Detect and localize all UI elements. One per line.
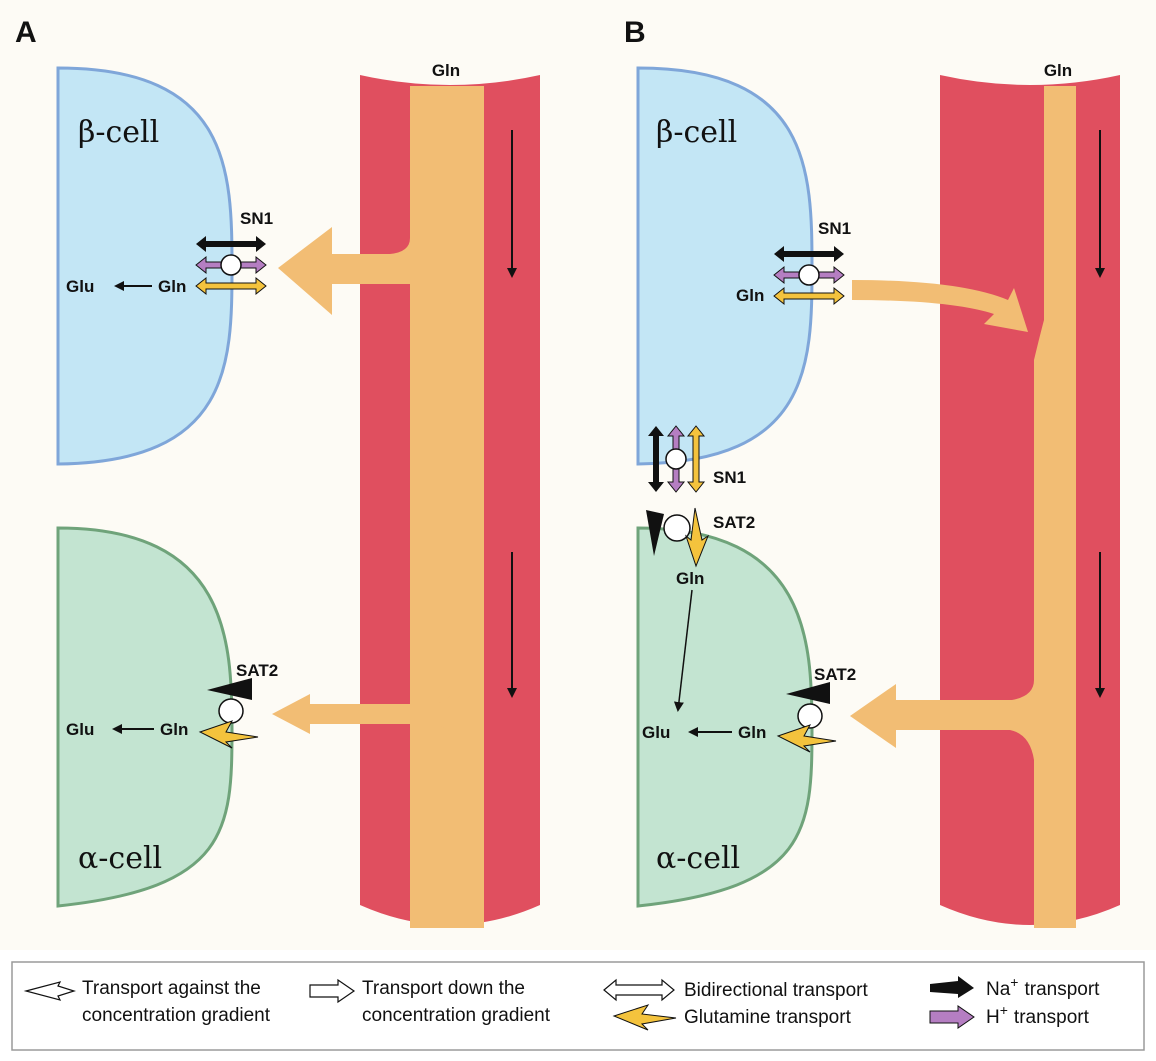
na-arrow <box>786 682 830 704</box>
gln-to-glu-arrow <box>673 589 693 712</box>
na-arrow <box>648 426 664 492</box>
glu-label: Glu <box>66 720 94 739</box>
transporter-circle <box>663 514 691 542</box>
legend-glutamine: Glutamine transport <box>684 1007 852 1028</box>
legend-against-line1: Transport against the <box>82 978 261 999</box>
panel-b: B β-cell α-cell Gln SN1 Gln <box>624 16 1120 928</box>
glu-label: Glu <box>66 277 94 296</box>
glutamine-flow-to-alpha-cell <box>272 690 452 740</box>
legend-bidirectional: Bidirectional transport <box>684 980 868 1001</box>
sat2-label: SAT2 <box>236 661 278 680</box>
panel-a-label: A <box>15 16 37 49</box>
glutamine-flow-from-beta-cell <box>852 280 1028 332</box>
glutamine-flow-to-alpha-cell <box>850 680 1034 760</box>
sn1-label: SN1 <box>818 219 851 238</box>
legend-box <box>11 961 1145 1051</box>
alpha-cell <box>56 526 234 908</box>
sn1-transporter: SN1 <box>195 209 273 296</box>
na-transport-icon <box>930 976 974 998</box>
legend: Transport against the concentration grad… <box>11 961 1145 1051</box>
against-gradient-icon <box>23 981 77 1001</box>
gln-label: Gln <box>158 277 186 296</box>
bidirectional-icon <box>603 978 675 1002</box>
sat2-label: SAT2 <box>814 665 856 684</box>
sat2-junction-label: SAT2 <box>713 513 755 532</box>
glutamine-stream <box>410 86 484 928</box>
glutamine-transport-icon <box>612 1004 677 1031</box>
glu-label: Glu <box>642 723 670 742</box>
sat2-transporter: SAT2 <box>198 661 278 749</box>
blood-vessel <box>940 75 1120 925</box>
transporter-circle <box>797 703 823 729</box>
legend-h: H+transport <box>986 1002 1090 1028</box>
alpha-cell <box>636 526 814 908</box>
panel-b-label: B <box>624 16 646 49</box>
gln-arrow <box>776 724 837 753</box>
na-arrow <box>646 510 664 556</box>
sat2-transporter: SAT2 <box>776 665 856 753</box>
gln-arrow <box>686 425 706 493</box>
alpha-cell-label: α-cell <box>656 841 740 876</box>
glutamine-flow-to-beta-cell <box>278 227 452 360</box>
gln-label: Gln <box>676 569 704 588</box>
na-arrow <box>196 236 266 252</box>
alpha-cell-label: α-cell <box>78 841 162 876</box>
vessel-gln-label: Gln <box>432 61 460 80</box>
gln-arrow <box>773 286 845 306</box>
vessel-gln-label: Gln <box>1044 61 1072 80</box>
transporter-circle <box>665 448 687 470</box>
gln-arrow <box>684 507 710 568</box>
na-arrow <box>774 246 844 262</box>
gln-label: Gln <box>160 720 188 739</box>
transporter-circle <box>220 254 242 276</box>
legend-against-line2: concentration gradient <box>82 1005 271 1026</box>
h-transport-icon <box>929 1005 975 1029</box>
beta-cell-label: β-cell <box>656 115 737 150</box>
sn1-junction-label: SN1 <box>713 468 746 487</box>
beta-cell-label: β-cell <box>78 115 159 150</box>
gln-arrow <box>198 720 259 749</box>
sn1-label: SN1 <box>240 209 273 228</box>
legend-na: Na+transport <box>986 974 1100 1000</box>
gln-label: Gln <box>738 723 766 742</box>
sat2-junction-transporter: SAT2 <box>646 507 755 568</box>
gln-arrow <box>195 276 267 296</box>
transporter-circle <box>218 698 244 724</box>
sn1-transporter: SN1 <box>773 219 851 306</box>
na-arrow <box>207 678 252 700</box>
panel-a: A β-cell α-cell Gln SN1 Glu Gln <box>15 16 540 928</box>
gln-label: Gln <box>736 286 764 305</box>
glutamine-stream <box>1034 86 1076 928</box>
sn1-junction-transporter: SN1 <box>648 425 746 493</box>
down-gradient-icon <box>309 978 356 1004</box>
legend-down-line1: Transport down the <box>362 978 525 999</box>
legend-down-line2: concentration gradient <box>362 1005 551 1026</box>
transporter-circle <box>798 264 820 286</box>
